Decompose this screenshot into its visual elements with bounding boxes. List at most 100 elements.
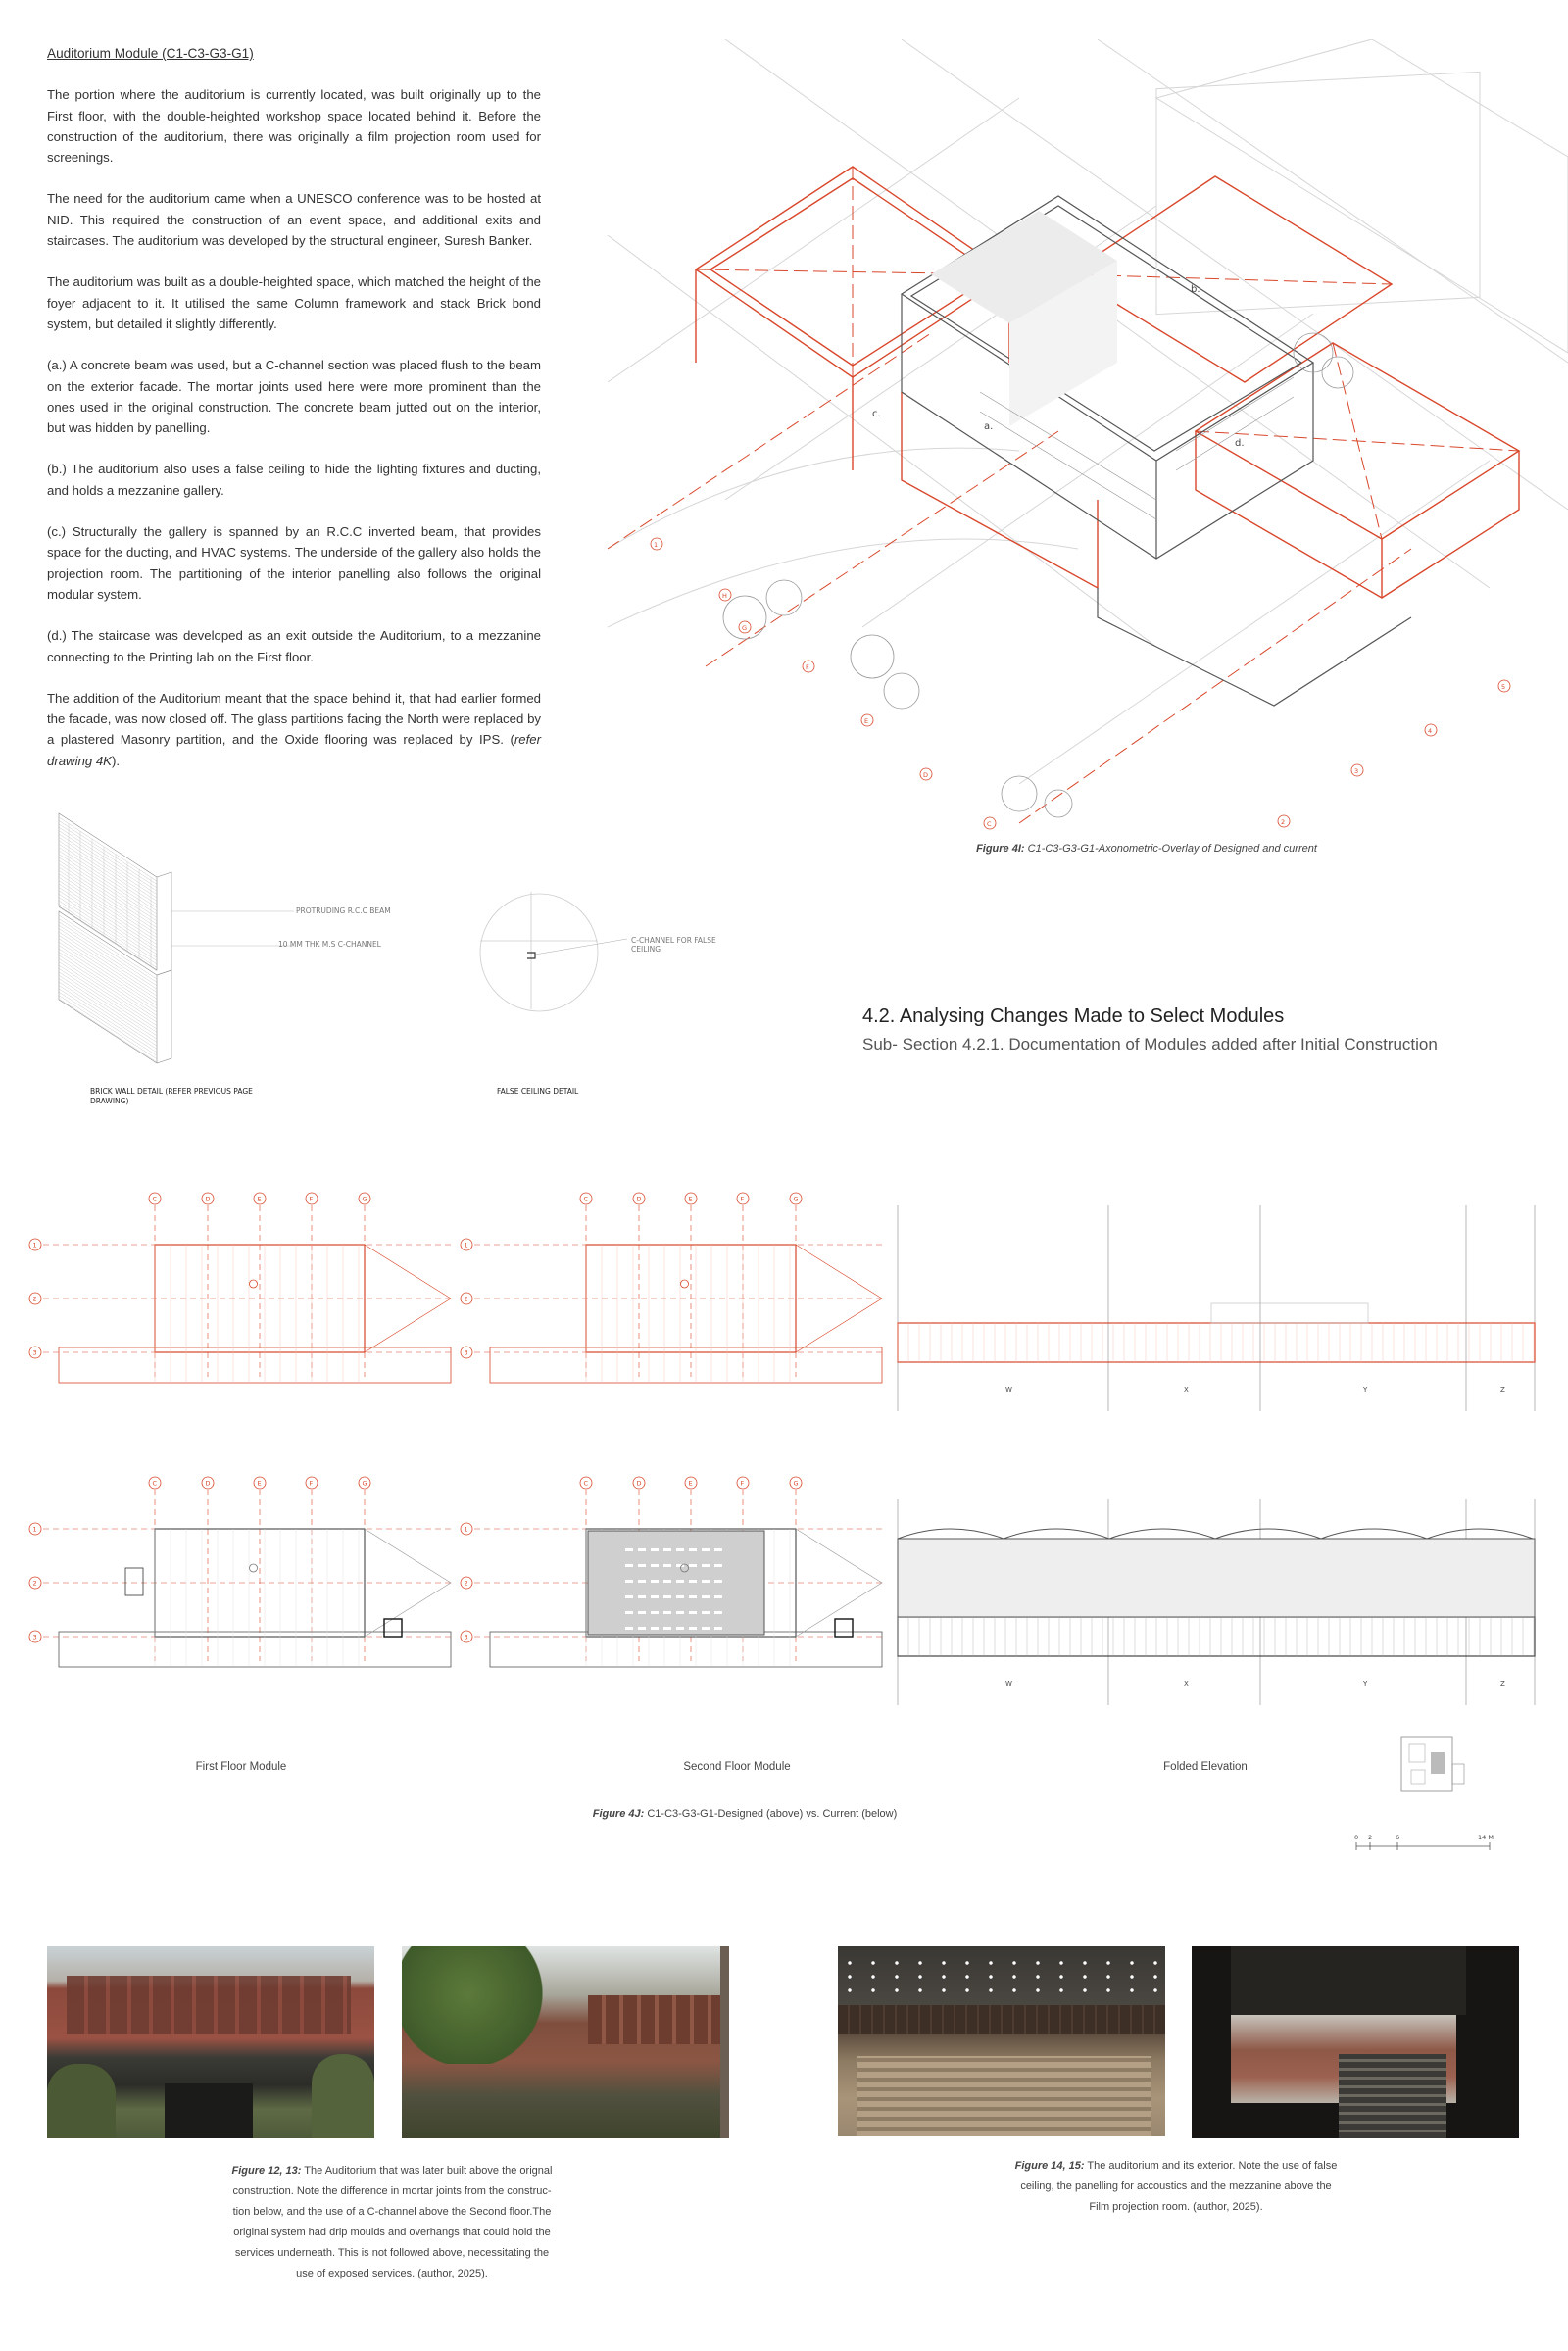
svg-text:6: 6	[1396, 1834, 1399, 1841]
svg-text:F: F	[806, 663, 809, 671]
svg-text:C: C	[987, 820, 992, 828]
label-folded-elevation: Folded Elevation	[1163, 1761, 1248, 1773]
svg-text:D: D	[206, 1480, 211, 1488]
svg-text:E: E	[864, 717, 868, 725]
figure-12-13-caption: Figure 12, 13: The Auditorium that was l…	[231, 2165, 553, 2279]
scale-bar: 0 2 6 14 M	[1354, 1834, 1494, 1850]
svg-text:2: 2	[33, 1296, 37, 1303]
label-c-channel: 10 MM THK M.S C-CHANNEL	[278, 940, 381, 949]
axo-label-a: a.	[984, 421, 993, 432]
svg-text:W: W	[1005, 1680, 1012, 1688]
svg-text:5: 5	[1501, 683, 1505, 691]
svg-text:E: E	[258, 1196, 262, 1203]
axo-label-d: d.	[1235, 438, 1245, 449]
svg-text:2: 2	[465, 1580, 468, 1588]
svg-text:C: C	[584, 1480, 589, 1488]
svg-text:D: D	[206, 1196, 211, 1203]
svg-text:E: E	[689, 1196, 693, 1203]
plan-0: C D E F G 1 2 3	[28, 1192, 452, 1384]
svg-text:D: D	[923, 771, 928, 779]
elevation-current: W X Y Z	[897, 1499, 1536, 1705]
svg-text:F: F	[310, 1480, 314, 1488]
svg-text:F: F	[310, 1196, 314, 1203]
svg-text:G: G	[742, 624, 747, 632]
brick-wall-detail-drawing	[58, 812, 294, 1064]
label-false-ceiling-channel: C-CHANNEL FOR FALSE CEILING	[631, 936, 716, 954]
photo-auditorium-interior	[838, 1946, 1165, 2136]
svg-text:3: 3	[33, 1349, 37, 1357]
svg-text:Z: Z	[1500, 1680, 1505, 1688]
figure-14-15-caption: Figure 14, 15: The auditorium and its ex…	[1014, 2160, 1338, 2213]
label-rcc-beam: PROTRUDING R.C.C BEAM	[296, 906, 391, 915]
svg-text:C: C	[153, 1196, 158, 1203]
svg-text:E: E	[689, 1480, 693, 1488]
svg-text:3: 3	[33, 1634, 37, 1641]
svg-text:W: W	[1005, 1386, 1012, 1394]
svg-text:F: F	[741, 1480, 745, 1488]
detail-list: (a.) A concrete beam was used, but a C-c…	[47, 355, 541, 667]
list-item-d: (d.) The staircase was developed as an e…	[47, 628, 541, 664]
intro-paragraph-4: The addition of the Auditorium meant tha…	[47, 690, 541, 768]
svg-text:E: E	[258, 1480, 262, 1488]
list-item-b: (b.) The auditorium also uses a false ce…	[47, 462, 541, 498]
svg-text:G: G	[794, 1196, 799, 1203]
axonometric-drawing: a. b. c. d. 1 H G F E D C 2 3 4 5	[608, 39, 1568, 830]
svg-text:3: 3	[1354, 767, 1358, 775]
svg-text:3: 3	[465, 1634, 468, 1641]
section-title: 4.2. Analysing Changes Made to Select Mo…	[862, 1005, 1285, 1027]
svg-text:3: 3	[465, 1349, 468, 1357]
section-subtitle: Sub- Section 4.2.1. Documentation of Mod…	[862, 1035, 1438, 1053]
photo-auditorium-exterior-1	[47, 1946, 374, 2138]
figure-4j-caption: Figure 4J: C1-C3-G3-G1-Designed (above) …	[592, 1808, 898, 1820]
label-first-floor-module: First Floor Module	[195, 1761, 287, 1773]
svg-text:G: G	[794, 1480, 799, 1488]
svg-text:G: G	[363, 1196, 368, 1203]
svg-text:D: D	[637, 1196, 642, 1203]
figure-4i-caption: Figure 4I: C1-C3-G3-G1-Axonometric-Overl…	[976, 843, 1317, 855]
svg-text:4: 4	[1428, 727, 1432, 735]
svg-text:F: F	[741, 1196, 745, 1203]
svg-text:C: C	[153, 1480, 158, 1488]
svg-text:1: 1	[33, 1526, 37, 1534]
intro-paragraph-1: The portion where the auditorium is curr…	[47, 87, 541, 166]
module-heading: Auditorium Module (C1-C3-G3-G1)	[47, 46, 254, 61]
key-plan	[1400, 1736, 1465, 1792]
svg-text:1: 1	[33, 1242, 37, 1249]
svg-text:Y: Y	[1362, 1386, 1368, 1394]
svg-text:2: 2	[33, 1580, 37, 1588]
svg-text:14 M: 14 M	[1478, 1834, 1494, 1841]
plan-2: C D E F G 1 2 3	[28, 1476, 452, 1668]
svg-text:2: 2	[465, 1296, 468, 1303]
caption-false-ceiling-detail: FALSE CEILING DETAIL	[497, 1087, 579, 1096]
svg-text:1: 1	[465, 1526, 468, 1534]
intro-text: Auditorium Module (C1-C3-G3-G1) The port…	[47, 43, 541, 792]
plan-1: C D E F G 1 2 3	[460, 1192, 883, 1384]
plan-3: C D E F G 1 2 3	[460, 1476, 883, 1668]
svg-text:D: D	[637, 1480, 642, 1488]
svg-text:2: 2	[1281, 818, 1285, 826]
label-second-floor-module: Second Floor Module	[683, 1761, 791, 1773]
intro-paragraph-3: The auditorium was built as a double-hei…	[47, 274, 541, 331]
elevation-designed: W X Y Z	[897, 1205, 1536, 1411]
caption-brick-wall-detail: BRICK WALL DETAIL (REFER PREVIOUS PAGE D…	[90, 1087, 253, 1105]
false-ceiling-detail-drawing	[479, 892, 628, 1012]
svg-text:G: G	[363, 1480, 368, 1488]
svg-text:1: 1	[654, 541, 658, 549]
svg-text:2: 2	[1368, 1834, 1372, 1841]
axo-label-c: c.	[872, 409, 881, 419]
axo-label-b: b.	[1191, 284, 1200, 295]
svg-text:Y: Y	[1362, 1680, 1368, 1688]
svg-text:Z: Z	[1500, 1386, 1505, 1394]
drawing-reference: refer drawing 4K	[47, 732, 541, 768]
intro-paragraph-2: The need for the auditorium came when a …	[47, 191, 541, 249]
svg-text:X: X	[1184, 1386, 1189, 1394]
svg-text:0: 0	[1354, 1834, 1358, 1841]
svg-text:C: C	[584, 1196, 589, 1203]
svg-text:X: X	[1184, 1680, 1189, 1688]
photo-auditorium-stair	[1192, 1946, 1519, 2138]
svg-text:H: H	[722, 592, 727, 600]
list-item-a: (a.) A concrete beam was used, but a C-c…	[47, 358, 541, 436]
list-item-c: (c.) Structurally the gallery is spanned…	[47, 524, 541, 602]
svg-text:1: 1	[465, 1242, 468, 1249]
